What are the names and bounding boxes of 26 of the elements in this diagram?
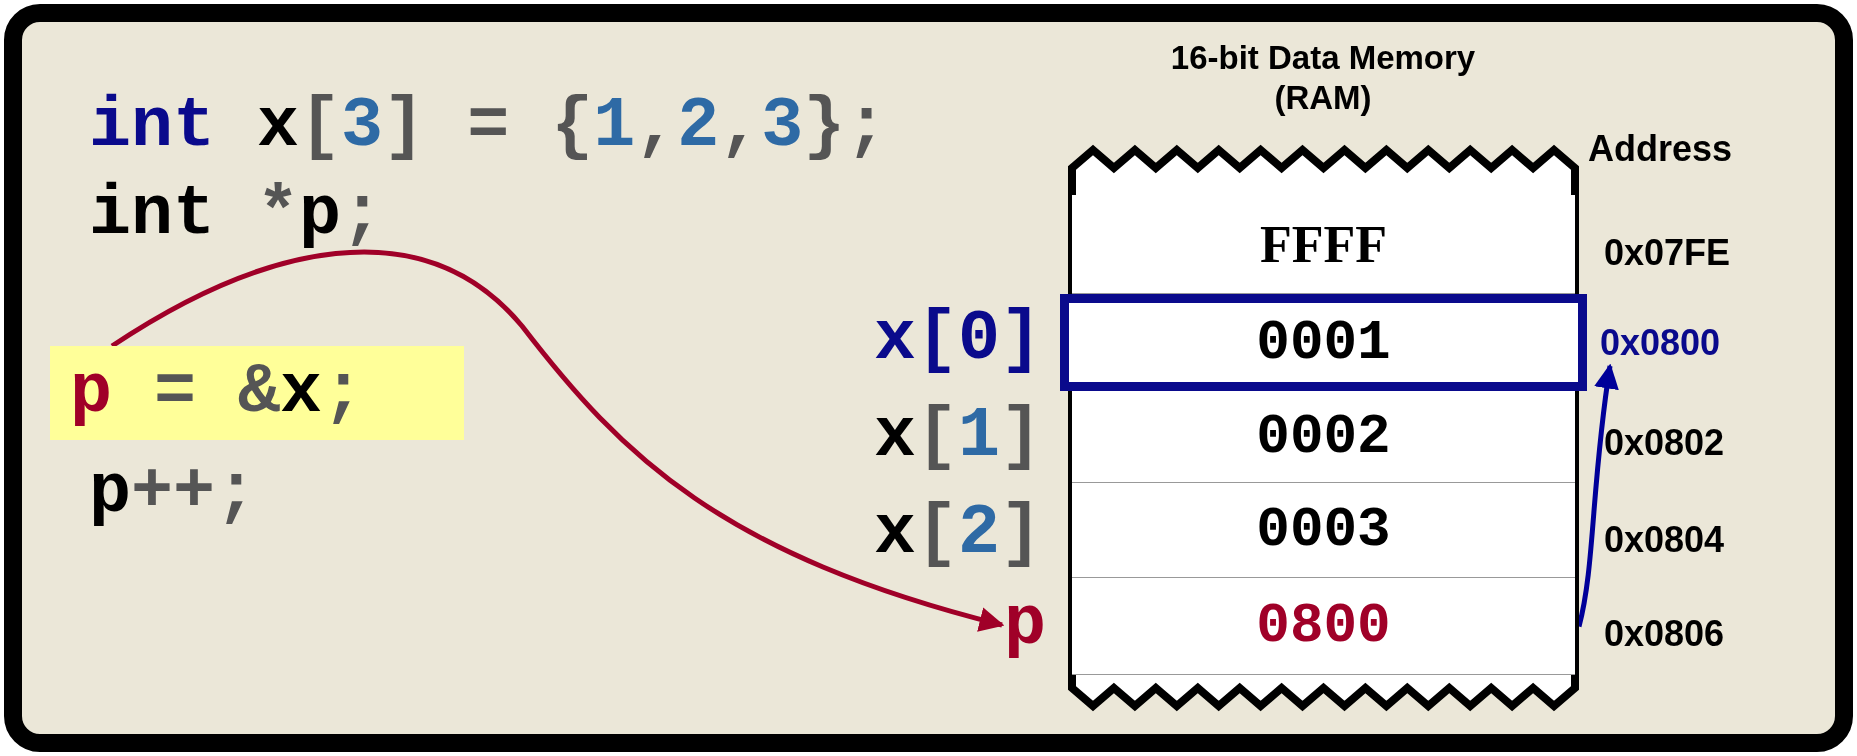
address-label: 0x0804 <box>1604 519 1725 561</box>
variable-label: p <box>1004 590 1046 660</box>
array-element-label: x[0] <box>874 305 1043 375</box>
array-element-label: x[2] <box>874 499 1043 569</box>
address-label: 0x0802 <box>1604 422 1725 464</box>
address-label: 0x07FE <box>1604 232 1731 274</box>
cell-value: 0002 <box>1256 404 1391 469</box>
memory-cell <box>1072 391 1575 483</box>
address-label: 0x0806 <box>1604 613 1725 655</box>
code-line: p++; <box>89 458 258 528</box>
memory-cell <box>1072 578 1575 675</box>
memory-cell <box>1072 195 1575 294</box>
memory-cell <box>1072 483 1575 578</box>
cell-value: FFFF <box>1259 214 1388 274</box>
column-heading: Address <box>1588 128 1733 170</box>
memory-cell <box>1060 294 1587 391</box>
cell-value: 0800 <box>1256 594 1391 658</box>
memory-heading: 16-bit Data Memory (RAM) <box>1169 38 1477 118</box>
code-line: int x[3] = {1,2,3}; <box>89 92 888 162</box>
cell-value: 0003 <box>1256 498 1391 562</box>
cell-value: 0001 <box>1256 310 1391 375</box>
array-element-label: x[1] <box>874 402 1043 472</box>
code-line: int *p; <box>89 180 384 250</box>
address-label: 0x0800 <box>1600 322 1721 364</box>
arrow <box>110 249 1005 632</box>
arrow <box>1576 363 1620 628</box>
